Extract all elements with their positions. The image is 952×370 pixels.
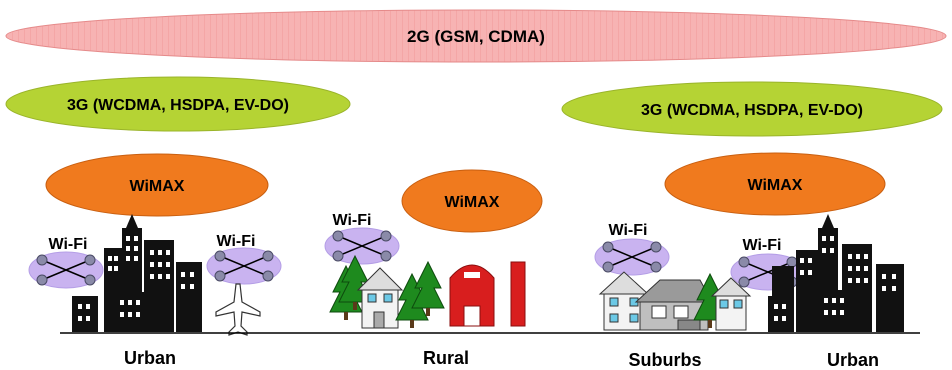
wifi-label: Wi-Fi [333, 212, 372, 229]
wifi-hotspot-3: Wi-Fi [324, 212, 400, 265]
3g-label-left: 3G (WCDMA, HSDPA, EV-DO) [67, 97, 289, 114]
airplane-icon [215, 283, 261, 336]
3g-coverage-layer-right: 3G (WCDMA, HSDPA, EV-DO) [561, 81, 943, 137]
wifi-access-point-icon [28, 251, 104, 289]
region-label-urban-right: Urban [827, 350, 879, 370]
region-label-urban-left: Urban [124, 348, 176, 368]
wifi-access-point-icon [206, 247, 282, 285]
urban-buildings-left-icon [72, 214, 202, 332]
wifi-access-point-icon [594, 238, 670, 276]
suburban-houses-icon [598, 271, 752, 331]
urban-buildings-right-icon [768, 214, 904, 332]
rural-trees-houses-icon [329, 255, 526, 329]
wimax-cell-urban-left: WiMAX [45, 153, 269, 217]
wifi-hotspot-4: Wi-Fi [594, 222, 670, 276]
barn-icon [449, 261, 526, 327]
wifi-label: Wi-Fi [609, 222, 648, 239]
region-label-suburbs: Suburbs [628, 350, 701, 370]
region-label-rural: Rural [423, 348, 469, 368]
wimax-label-3: WiMAX [748, 177, 803, 194]
wifi-label: Wi-Fi [743, 237, 782, 254]
wifi-hotspot-5: Wi-Fi [730, 237, 806, 291]
3g-coverage-layer-left: 3G (WCDMA, HSDPA, EV-DO) [5, 76, 351, 132]
wimax-label-1: WiMAX [130, 178, 185, 195]
wifi-hotspot-1: Wi-Fi [28, 236, 104, 289]
2g-label: 2G (GSM, CDMA) [407, 27, 545, 46]
wimax-label-2: WiMAX [445, 194, 500, 211]
house-icon [356, 267, 404, 329]
3g-label-right: 3G (WCDMA, HSDPA, EV-DO) [641, 102, 863, 119]
2g-coverage-layer: 2G (GSM, CDMA) [5, 9, 947, 63]
wifi-hotspot-2: Wi-Fi [206, 233, 282, 285]
wifi-access-point-icon [324, 227, 400, 265]
wifi-label: Wi-Fi [217, 233, 256, 250]
wimax-cell-rural: WiMAX [401, 169, 543, 233]
wimax-cell-urban-right: WiMAX [664, 152, 886, 216]
wifi-label: Wi-Fi [49, 236, 88, 253]
